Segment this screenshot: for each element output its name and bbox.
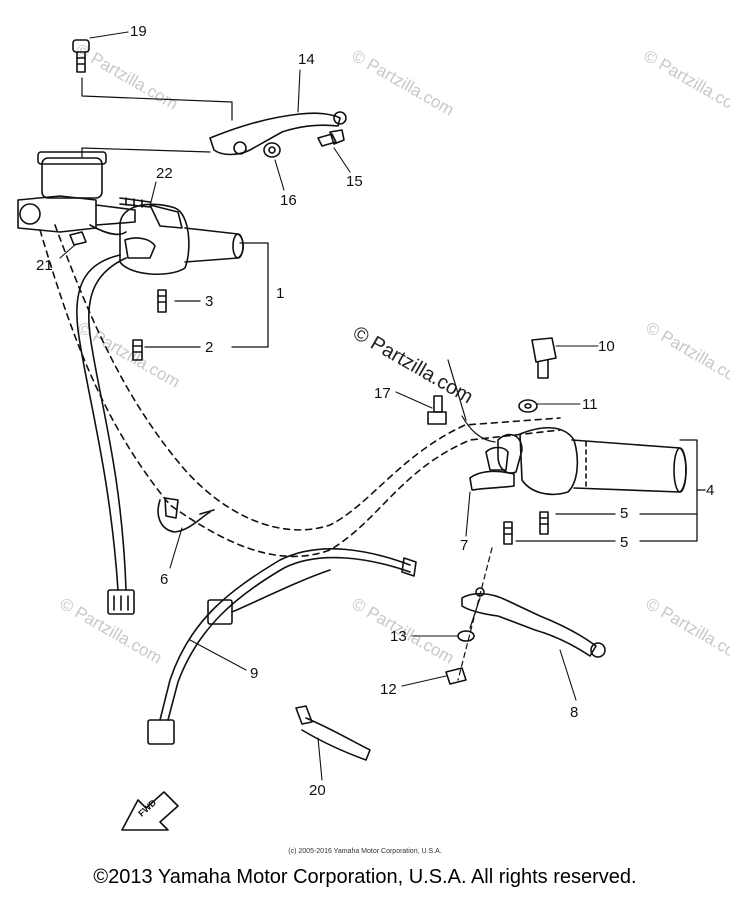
master-cylinder [17, 151, 136, 233]
footer-copyright: ©2013 Yamaha Motor Corporation, U.S.A. A… [93, 866, 637, 888]
callout-5: 5 [620, 534, 629, 551]
callout-12: 12 [380, 681, 397, 698]
callout-8: 8 [570, 704, 579, 721]
screw-22 [119, 197, 151, 208]
callout-4: 4 [706, 482, 715, 499]
screw-5 [503, 521, 513, 545]
bracket-7 [469, 446, 515, 491]
callout-1: 1 [276, 285, 285, 302]
callout-11: 11 [582, 396, 598, 413]
callout-2: 2 [205, 339, 214, 356]
callout-10: 10 [598, 338, 615, 355]
callout-21: 21 [36, 257, 53, 274]
wire-clamp-6 [157, 497, 215, 533]
cable-tie-20 [295, 705, 371, 761]
o-ring-13 [457, 630, 475, 642]
left-switch-connector [107, 589, 135, 615]
left-switch-wire [88, 257, 127, 591]
callout-17: 17 [374, 385, 391, 402]
callout-3: 3 [205, 293, 214, 310]
nut-15 [317, 129, 345, 147]
nut-21 [69, 231, 87, 246]
callout-9: 9 [250, 665, 259, 682]
brake-switch-cable-9 [159, 548, 411, 721]
left-switch-wire [76, 254, 121, 591]
handlebar [54, 224, 561, 531]
callout-19: 19 [130, 23, 147, 40]
callout-22: 22 [156, 165, 173, 182]
callout-20: 20 [309, 782, 326, 799]
diagram-copyright: (c) 2005-2016 Yamaha Motor Corporation, … [288, 848, 442, 855]
lever-14 [209, 111, 347, 156]
washer-11 [518, 399, 538, 413]
right-handlebar-switch [497, 427, 687, 496]
screw-19 [72, 39, 90, 73]
callout-7: 7 [460, 537, 469, 554]
callout-6: 6 [160, 571, 169, 588]
handlebar [39, 229, 561, 558]
forward-arrow-icon [121, 791, 179, 831]
pivot-bolt-16 [263, 142, 281, 158]
screw-5 [539, 511, 549, 535]
screw-2 [132, 339, 143, 361]
brake-switch-cable-9 [167, 556, 411, 721]
nut-12 [445, 667, 467, 685]
callout-16: 16 [280, 192, 297, 209]
left-handlebar-switch [89, 203, 245, 276]
screw-3 [157, 289, 167, 313]
callout-13: 13 [390, 628, 407, 645]
callout-15: 15 [346, 173, 363, 190]
callout-14: 14 [298, 51, 315, 68]
screw-17 [427, 395, 447, 425]
cable-connector [147, 719, 175, 745]
callout-5: 5 [620, 505, 629, 522]
brake-lever-8 [461, 587, 606, 658]
bolt-10 [531, 337, 557, 379]
